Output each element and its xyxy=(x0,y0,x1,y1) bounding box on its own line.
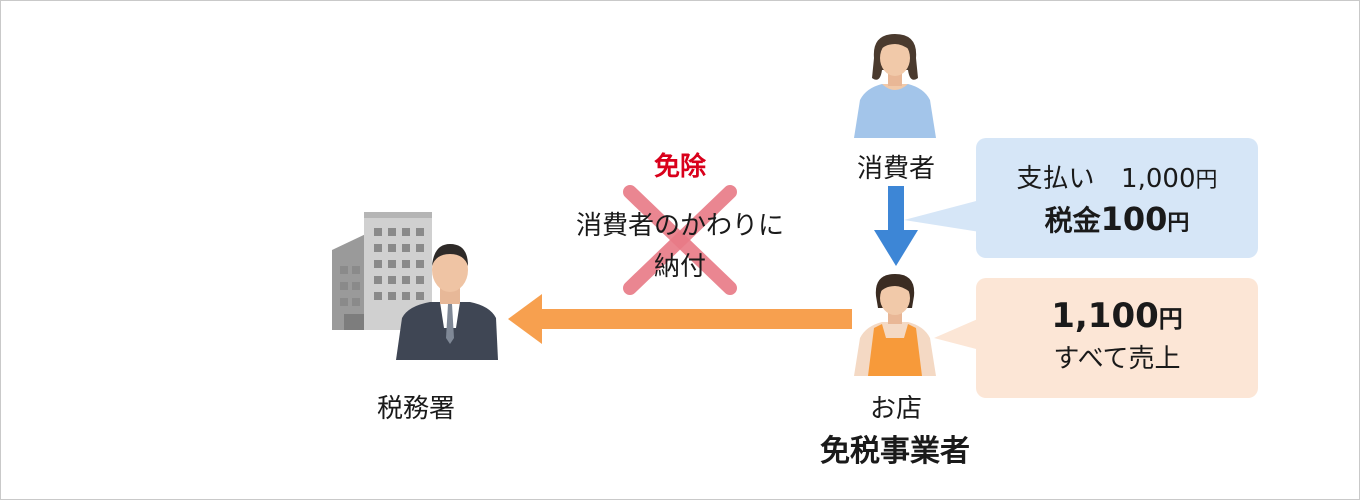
payment-amount: 1,000 xyxy=(1121,164,1196,194)
shop-type-label: 免税事業者 xyxy=(820,434,970,469)
sales-bubble-line1: 1,100円 xyxy=(976,296,1258,336)
payment-bubble: 支払い 1,000円 税金100円 xyxy=(976,138,1258,258)
payment-arrow xyxy=(508,294,852,344)
payment-unit: 円 xyxy=(1195,168,1218,193)
payment-text-line1: 消費者のかわりに xyxy=(575,211,784,241)
sales-unit: 円 xyxy=(1158,305,1183,333)
payment-bubble-line2: 税金100円 xyxy=(976,199,1258,239)
office-building-icon xyxy=(332,212,432,330)
payment-bubble-line1: 支払い 1,000円 xyxy=(976,158,1258,195)
exemption-label: 免除 xyxy=(653,152,706,182)
sales-bubble-line2: すべて売上 xyxy=(1053,344,1181,374)
sales-bubble-tail xyxy=(934,318,980,350)
sales-amount: 1,100 xyxy=(1051,296,1159,336)
tax-office-label: 税務署 xyxy=(376,394,455,424)
tax-label: 税金 xyxy=(1044,204,1101,237)
shop-owner-icon xyxy=(854,274,936,376)
consumer-person-icon xyxy=(854,34,936,138)
payment-bubble-tail xyxy=(904,200,980,232)
payment-text-line2: 納付 xyxy=(653,252,706,282)
payment-label: 支払い xyxy=(1016,164,1095,194)
shop-label: お店 xyxy=(869,394,922,424)
purchase-arrow xyxy=(874,186,918,266)
tax-unit: 円 xyxy=(1167,211,1190,236)
tax-office-illustration xyxy=(332,212,498,360)
cross-mark-icon xyxy=(623,185,737,295)
tax-amount: 100 xyxy=(1100,200,1168,238)
consumer-label: 消費者 xyxy=(856,154,935,184)
sales-bubble: 1,100円 すべて売上 xyxy=(976,278,1258,398)
official-person-icon xyxy=(396,244,498,360)
